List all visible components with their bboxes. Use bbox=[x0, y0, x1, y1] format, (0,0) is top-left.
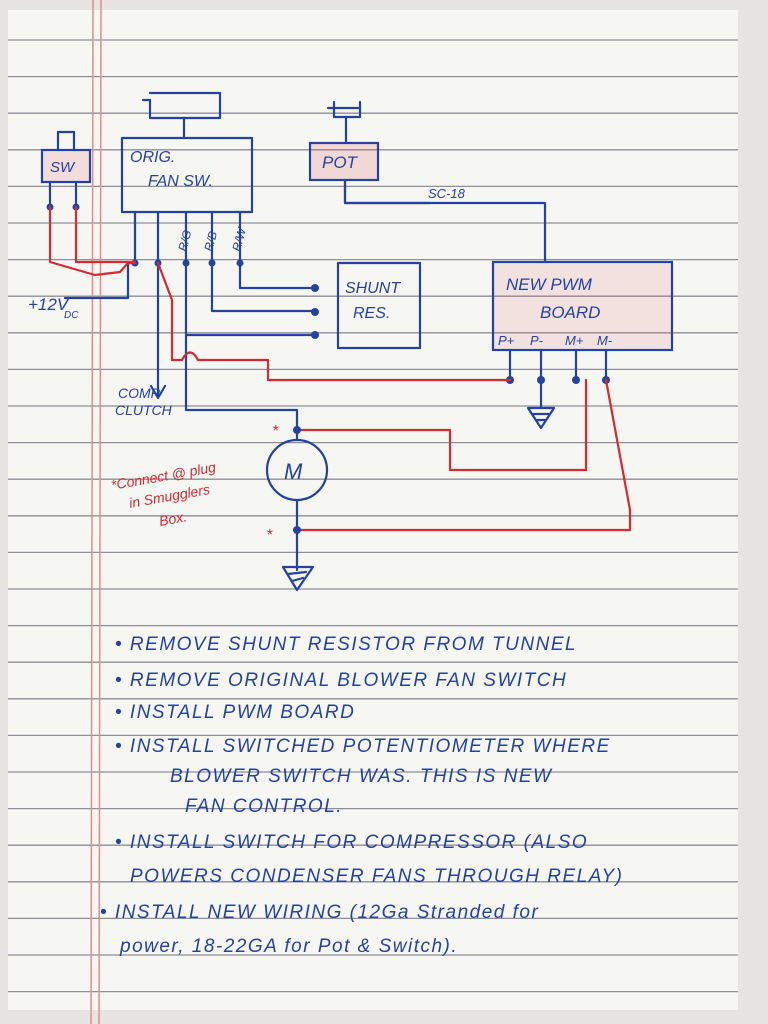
svg-text:FAN SW.: FAN SW. bbox=[148, 173, 213, 190]
svg-text:R/B: R/B bbox=[201, 230, 220, 253]
note-line: POWERS CONDENSER FANS THROUGH RELAY) bbox=[130, 866, 624, 887]
svg-text:M: M bbox=[284, 459, 303, 484]
wire-gauge-label: SC-18 bbox=[428, 186, 466, 201]
svg-text:POT: POT bbox=[322, 153, 359, 172]
ground-icon bbox=[281, 565, 315, 592]
note-line: • INSTALL SWITCH FOR COMPRESSOR (ALSO bbox=[115, 832, 588, 853]
svg-text:BOARD: BOARD bbox=[540, 303, 600, 322]
note-line: • INSTALL PWM BOARD bbox=[115, 702, 355, 723]
svg-text:P-: P- bbox=[530, 333, 544, 348]
motor: M * * bbox=[265, 423, 329, 592]
svg-text:*: * bbox=[272, 423, 279, 440]
svg-text:NEW PWM: NEW PWM bbox=[506, 275, 593, 294]
original-fan-switch: ORIG. FAN SW. R/G R/B R/W bbox=[120, 91, 254, 267]
note-line: FAN CONTROL. bbox=[185, 796, 343, 817]
svg-text:P+: P+ bbox=[498, 333, 515, 348]
ruled-lines bbox=[8, 39, 738, 993]
paper-sheet bbox=[8, 10, 738, 1010]
comp-clutch-wire bbox=[149, 261, 167, 400]
note-line: BLOWER SWITCH WAS. THIS IS NEW bbox=[170, 766, 553, 787]
svg-text:*: * bbox=[266, 527, 273, 544]
supply-sub-label: DC bbox=[64, 310, 79, 321]
supply-label: +12V bbox=[28, 295, 70, 314]
note-line: • INSTALL SWITCHED POTENTIOMETER WHERE bbox=[115, 736, 611, 757]
comp-label: COMP bbox=[118, 385, 161, 401]
potentiometer: POT bbox=[308, 100, 380, 182]
margin-line bbox=[98, 0, 102, 1024]
svg-text:M-: M- bbox=[597, 333, 613, 348]
ground-icon bbox=[526, 406, 556, 430]
svg-text:SHUNT: SHUNT bbox=[345, 280, 401, 297]
comp-label: CLUTCH bbox=[115, 402, 173, 418]
compressor-switch: SW bbox=[40, 130, 92, 211]
shunt-resistor: SHUNT RES. bbox=[311, 261, 422, 350]
instruction-notes: • REMOVE SHUNT RESISTOR FROM TUNNEL • RE… bbox=[100, 634, 624, 957]
svg-text:SW: SW bbox=[50, 159, 76, 176]
svg-text:ORIG.: ORIG. bbox=[130, 149, 175, 166]
note-line: • INSTALL NEW WIRING (12Ga Stranded for bbox=[100, 902, 539, 923]
note-line: • REMOVE ORIGINAL BLOWER FAN SWITCH bbox=[115, 670, 567, 691]
note-line: • REMOVE SHUNT RESISTOR FROM TUNNEL bbox=[115, 634, 577, 655]
svg-text:R/W: R/W bbox=[229, 225, 249, 253]
red-note: Box. bbox=[158, 508, 188, 529]
svg-text:RES.: RES. bbox=[353, 305, 390, 322]
margin-line bbox=[90, 0, 94, 1024]
pwm-board: NEW PWM BOARD P+ P- M+ M- bbox=[491, 260, 674, 384]
svg-text:R/G: R/G bbox=[175, 229, 194, 253]
note-line: power, 18-22GA for Pot & Switch). bbox=[119, 936, 458, 957]
svg-text:M+: M+ bbox=[565, 333, 584, 348]
